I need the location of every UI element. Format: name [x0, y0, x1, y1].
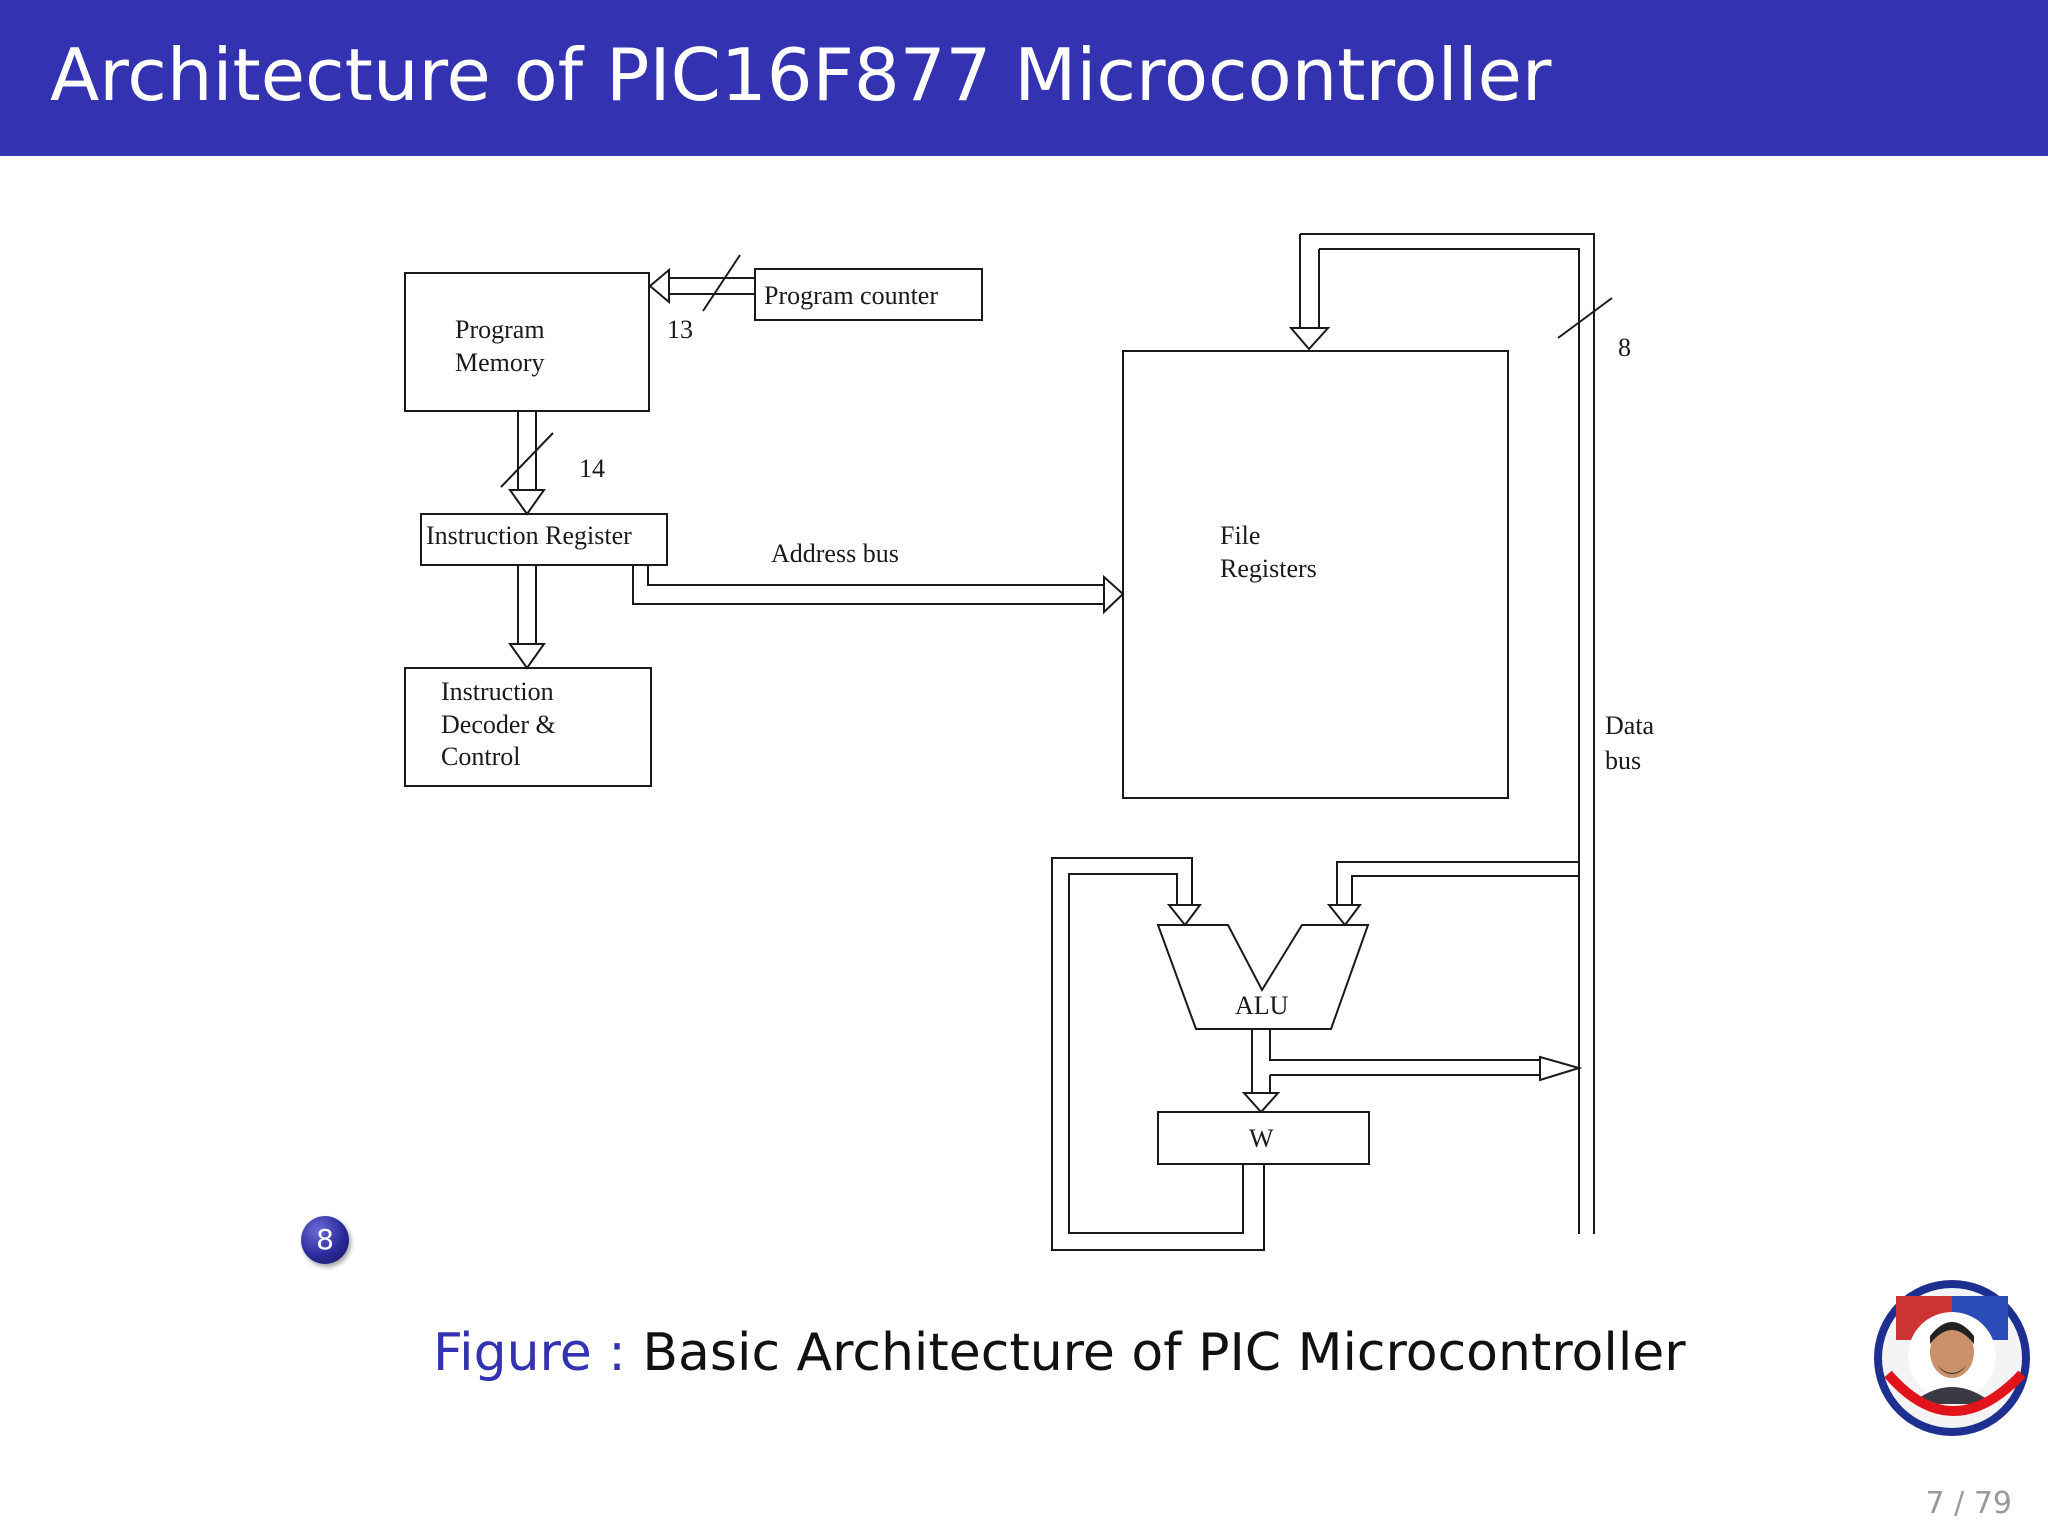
- address-bus-label: Address bus: [771, 539, 899, 568]
- program-memory-label-2: Memory: [455, 348, 545, 377]
- alu-label: ALU: [1235, 991, 1289, 1020]
- program-counter-label: Program counter: [764, 281, 938, 310]
- alu-shape: [1156, 924, 1370, 1030]
- address-bus-arrow: [632, 565, 1125, 615]
- instruction-register-block: [420, 513, 668, 566]
- page-number: 7 / 79: [1925, 1486, 2012, 1521]
- caption-prefix: Figure :: [433, 1323, 626, 1383]
- instruction-decoder-block: [404, 667, 652, 787]
- bus-to-alu-right-arrow: [1326, 861, 1579, 927]
- memory-to-ir-arrow: [508, 411, 546, 516]
- w-label: W: [1249, 1124, 1274, 1153]
- academy-logo: [1874, 1280, 2030, 1436]
- file-registers-label-2: Registers: [1220, 554, 1317, 583]
- program-memory-label-1: Program: [455, 315, 545, 344]
- instruction-register-label: Instruction Register: [426, 521, 632, 550]
- pc-bus-width-label: 13: [667, 315, 693, 344]
- caption-text: Basic Architecture of PIC Microcontrolle…: [642, 1323, 1686, 1383]
- data-bus-label-1: Data: [1605, 711, 1655, 740]
- w-register-block: [1157, 1111, 1370, 1165]
- file-registers-block: [1122, 350, 1509, 799]
- alu-to-bus-arrow: [1269, 1029, 1583, 1082]
- decoder-label-2: Decoder &: [441, 710, 556, 739]
- program-bus-width-label: 14: [579, 454, 605, 483]
- decoder-label-1: Instruction: [441, 677, 554, 706]
- reference-marker-badge: 8: [301, 1216, 349, 1264]
- w-feedback-loop: [1051, 857, 1265, 1251]
- pc-to-memory-arrow: [648, 267, 755, 305]
- ir-to-decoder-arrow: [508, 565, 546, 670]
- title-bar: Architecture of PIC16F877 Microcontrolle…: [0, 0, 2048, 156]
- slide-title: Architecture of PIC16F877 Microcontrolle…: [50, 33, 1552, 117]
- alu-to-w-arrow: [1241, 1029, 1281, 1114]
- decoder-label-3: Control: [441, 742, 520, 771]
- file-registers-label-1: File: [1220, 521, 1260, 550]
- program-bus-slash: [500, 432, 554, 488]
- data-bus: [1288, 233, 1595, 1234]
- program-memory-block: [404, 272, 650, 412]
- pc-bus-slash: [702, 254, 741, 312]
- figure-caption: Figure : Basic Architecture of PIC Micro…: [433, 1322, 1686, 1384]
- data-bus-width-label: 8: [1618, 333, 1631, 362]
- data-bus-slash: [1557, 297, 1613, 339]
- data-bus-label-2: bus: [1605, 746, 1641, 775]
